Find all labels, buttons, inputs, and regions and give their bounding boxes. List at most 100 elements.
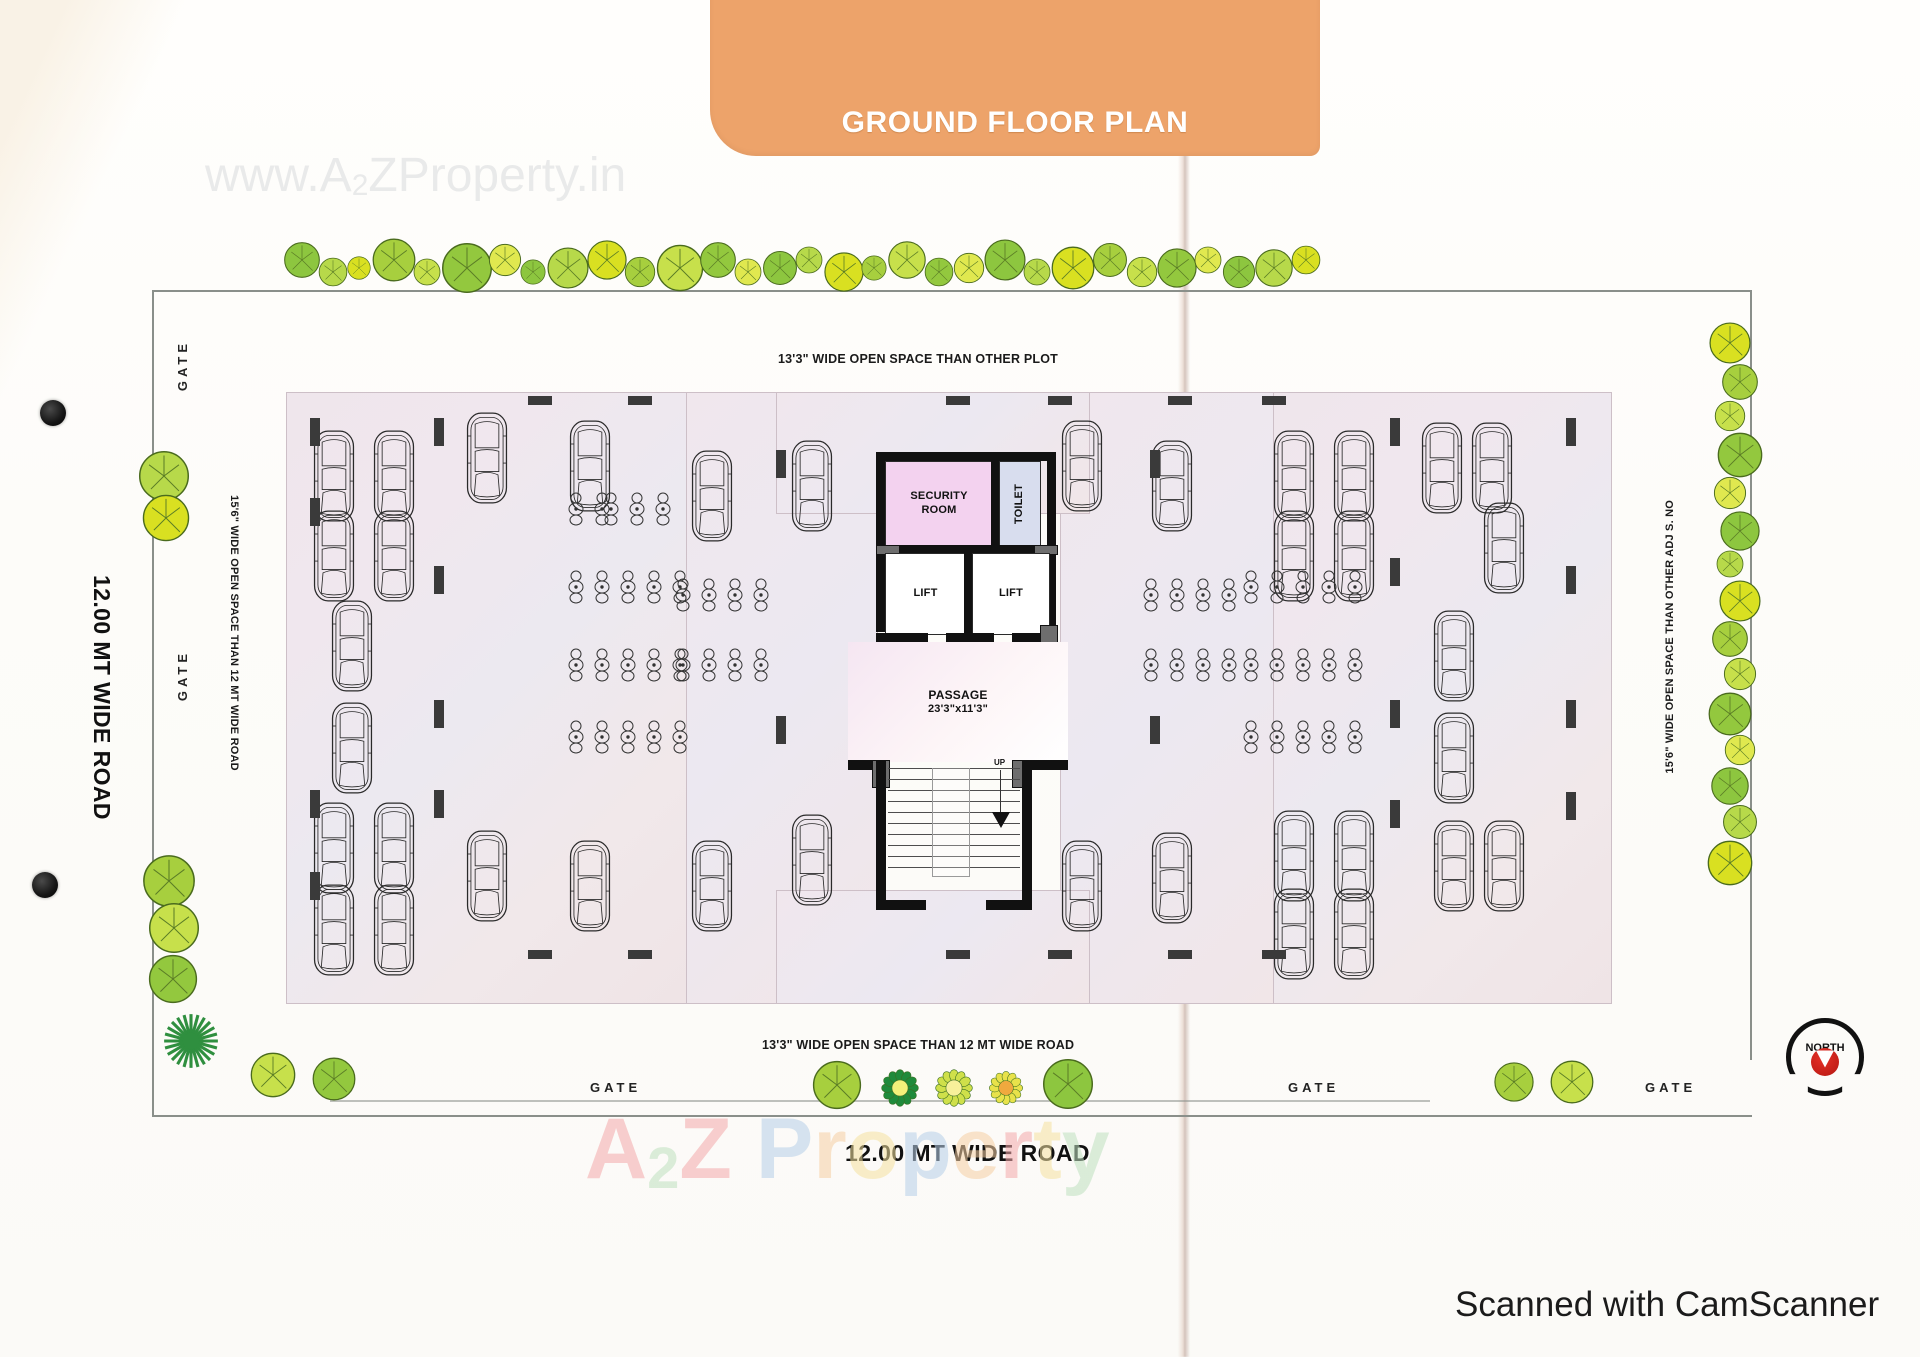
parked-car	[1432, 818, 1476, 919]
boundary-tree-icon	[733, 257, 763, 292]
boundary-tree-icon	[317, 256, 349, 293]
landscape-shrub-icon	[750, 648, 772, 687]
parking-stall-marker	[1168, 396, 1192, 405]
parking-stall-marker	[946, 396, 970, 405]
landscape-shrub-icon	[1140, 648, 1162, 687]
parked-car	[1482, 818, 1526, 919]
core-wall-top	[876, 452, 1056, 461]
landscape-shrub-icon	[591, 648, 613, 687]
boundary-tree-icon	[1125, 255, 1159, 294]
gate-label-bottom-center: GATE	[1288, 1080, 1340, 1095]
core-partition-toilet	[991, 461, 999, 545]
boundary-tree-icon	[1548, 1058, 1596, 1111]
landscape-shrub-icon	[600, 492, 622, 531]
boundary-left	[152, 290, 154, 1115]
bottom-open-space-label: 13'3" WIDE OPEN SPACE THAN 12 MT WIDE RO…	[762, 1038, 1075, 1052]
boundary-tree-icon	[1707, 320, 1753, 371]
landscape-shrub-icon	[1218, 578, 1240, 617]
boundary-tree-icon	[1022, 257, 1052, 292]
lift-right-label: LIFT	[998, 587, 1023, 600]
parking-stall-marker	[776, 450, 786, 478]
staircase	[888, 768, 1020, 877]
parked-car	[1432, 710, 1476, 811]
landscape-shrub-icon	[617, 720, 639, 759]
core-partition-lifts	[964, 553, 972, 633]
passage-dimension: 23'3"x11'3"	[927, 702, 989, 715]
parked-car	[465, 828, 509, 929]
landscape-shrub-icon	[643, 720, 665, 759]
parking-stall-marker	[1390, 418, 1400, 446]
landscape-shrub-icon	[750, 578, 772, 617]
boundary-tree-icon	[1715, 549, 1745, 584]
parked-car	[312, 508, 356, 609]
parking-stall-marker	[1566, 700, 1576, 728]
boundary-tree-icon	[1718, 509, 1762, 558]
passage-wall-bl	[848, 760, 884, 770]
north-compass: NORTH	[1786, 1018, 1864, 1096]
landscape-shrub-icon	[1192, 578, 1214, 617]
boundary-tree-icon	[346, 255, 372, 286]
top-open-space-label: 13'3" WIDE OPEN SPACE THAN OTHER PLOT	[778, 352, 1058, 366]
parking-stall-marker	[1150, 716, 1160, 744]
stair-wall-bottom-r	[986, 900, 1032, 910]
landscape-shrub-icon	[626, 492, 648, 531]
landscape-shrub-icon	[1240, 570, 1262, 609]
landscape-shrub-icon	[669, 648, 691, 687]
landscape-shrub-icon	[643, 648, 665, 687]
boundary-tree-icon	[1722, 656, 1758, 697]
landscape-shrub-icon	[1140, 578, 1162, 617]
room-toilet: TOILET	[999, 461, 1041, 547]
room-lift-right: LIFT	[972, 553, 1050, 635]
boundary-tree-icon	[886, 239, 928, 286]
parked-car	[312, 882, 356, 983]
boundary-tree-icon	[1710, 619, 1750, 664]
boundary-tree-icon	[140, 492, 192, 549]
parking-stall-marker	[1566, 566, 1576, 594]
landscape-shrub-icon	[1192, 648, 1214, 687]
boundary-tree-icon	[1091, 241, 1129, 284]
landscape-shrub-icon	[643, 570, 665, 609]
parked-car	[1332, 886, 1376, 987]
flower-shrub-icon	[932, 1066, 976, 1115]
lift-left-label: LIFT	[913, 587, 938, 600]
landscape-shrub-icon	[724, 578, 746, 617]
watermark-brand: A2Z Property	[585, 1101, 1110, 1201]
parking-stall-marker	[310, 498, 320, 526]
watermark-url-part2: ZProperty.in	[368, 149, 627, 202]
landscape-shrub-icon	[1218, 648, 1240, 687]
landscape-shrub-icon	[617, 648, 639, 687]
boundary-tree-icon	[1253, 247, 1295, 294]
boundary-tree-icon	[794, 245, 824, 280]
parked-car	[1332, 808, 1376, 909]
landscape-shrub-icon	[669, 720, 691, 759]
title-banner: GROUND FLOOR PLAN	[710, 0, 1320, 156]
stair-up-arrow-icon	[992, 812, 1010, 828]
landscape-shrub-icon	[1166, 578, 1188, 617]
parking-stall-marker	[1048, 950, 1072, 959]
boundary-tree-icon	[439, 240, 495, 301]
boundary-tree-icon	[1155, 246, 1199, 295]
left-road-label: 12.00 MT WIDE ROAD	[89, 575, 115, 820]
parking-stall-marker	[528, 396, 552, 405]
parked-car	[1150, 438, 1194, 539]
boundary-tree-icon	[1706, 690, 1754, 743]
boundary-tree-icon	[1713, 399, 1747, 438]
core-wall-bot-l	[876, 633, 928, 642]
boundary-bottom-inner	[330, 1100, 1430, 1102]
boundary-tree-icon	[487, 242, 523, 283]
landscape-shrub-icon	[565, 720, 587, 759]
parked-car	[372, 882, 416, 983]
boundary-top	[152, 290, 1752, 292]
landscape-shrub-icon	[1292, 720, 1314, 759]
core-wall-bot-r	[1012, 633, 1056, 642]
boundary-tree-icon	[654, 242, 706, 299]
parked-car	[312, 428, 356, 529]
parked-car	[1060, 838, 1104, 939]
stair-up-line	[1000, 770, 1001, 814]
landscape-shrub-icon	[1292, 570, 1314, 609]
stair-wall-bottom-l	[876, 900, 926, 910]
parking-stall-marker	[1150, 450, 1160, 478]
parking-stall-marker	[776, 716, 786, 744]
boundary-tree-icon	[860, 254, 888, 287]
parking-stall-marker	[946, 950, 970, 959]
